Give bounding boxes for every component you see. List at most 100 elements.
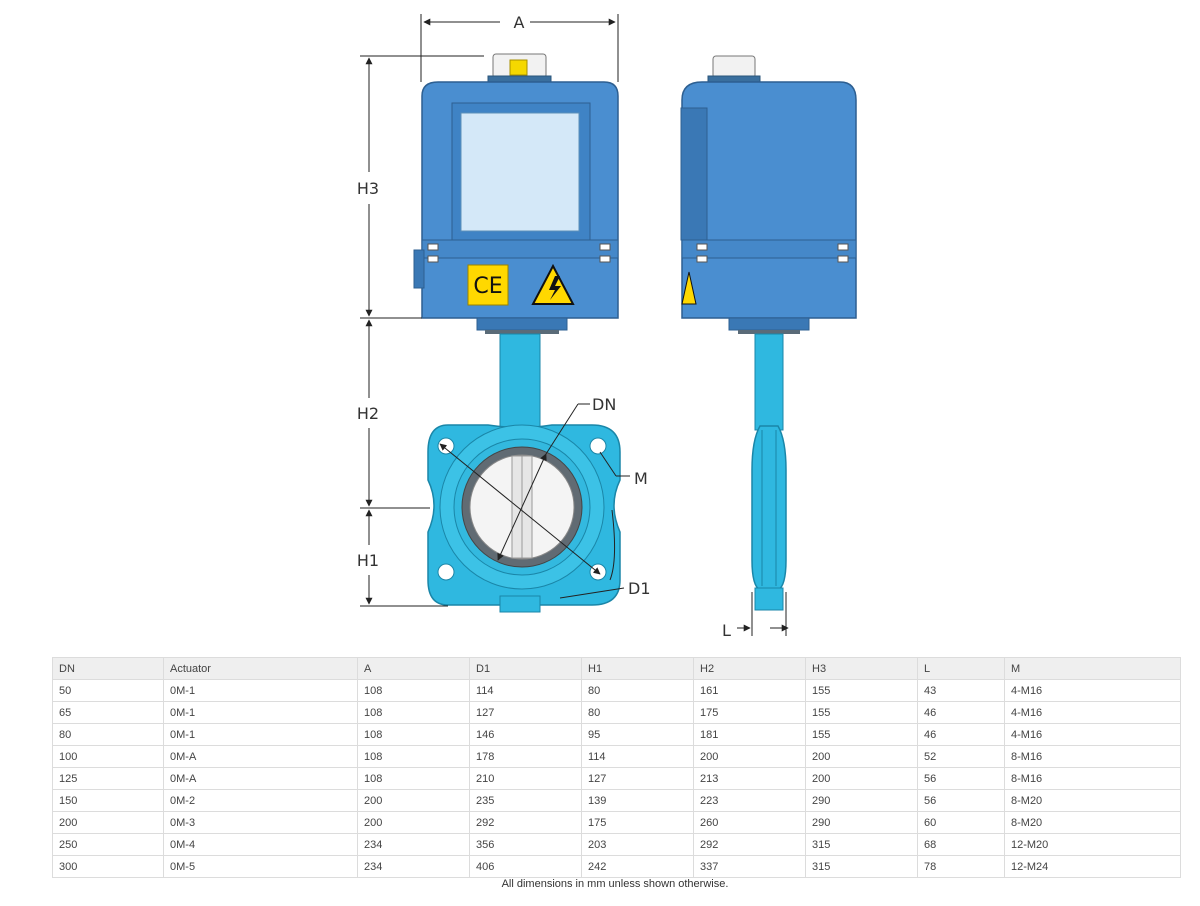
table-cell: 290 [805,811,918,834]
table-cell: 200 [357,789,470,812]
table-cell: 108 [357,723,470,746]
table-cell: 0M-3 [163,811,358,834]
table-cell: 300 [52,855,164,878]
table-cell: 210 [469,767,582,790]
table-cell: 234 [357,855,470,878]
valve-neck [499,333,541,435]
dim-label-m: M [634,469,648,488]
table-cell: 80 [581,701,694,724]
table-cell: 68 [917,833,1005,856]
table-cell: 181 [693,723,806,746]
table-cell: 0M-5 [163,855,358,878]
table-cell: 0M-1 [163,701,358,724]
table-cell: 8-M20 [1004,789,1181,812]
dim-label-h3: H3 [357,179,379,198]
table-cell: 114 [469,679,582,702]
table-cell: 0M-A [163,767,358,790]
table-cell: 127 [469,701,582,724]
table-cell: 12-M24 [1004,855,1181,878]
table-cell: 0M-2 [163,789,358,812]
valve-body-front [427,424,621,613]
table-cell: 127 [581,767,694,790]
units-note: All dimensions in mm unless shown otherw… [501,878,729,890]
valve-neck-side [754,333,784,431]
table-cell: 203 [581,833,694,856]
table-cell: 242 [581,855,694,878]
table-cell: 8-M16 [1004,767,1181,790]
header-dn: DN [52,657,164,680]
ce-mark-label: CE [467,264,509,306]
table-cell: 155 [805,701,918,724]
dim-label-l: L [722,621,731,640]
table-cell: 260 [693,811,806,834]
table-cell: 292 [693,833,806,856]
header-d1: D1 [469,657,582,680]
table-cell: 114 [581,745,694,768]
table-cell: 200 [805,767,918,790]
table-cell: 100 [52,745,164,768]
valve-dimension-drawing: CE [357,13,857,640]
table-cell: 108 [357,701,470,724]
table-cell: 4-M16 [1004,723,1181,746]
front-view: CE [413,53,621,613]
table-cell: 161 [693,679,806,702]
table-cell: 50 [52,679,164,702]
table-cell: 65 [52,701,164,724]
table-cell: 56 [917,767,1005,790]
table-cell: 46 [917,701,1005,724]
ce-text: CE [473,274,502,299]
header-h1: H1 [581,657,694,680]
table-cell: 80 [581,679,694,702]
table-cell: 56 [917,789,1005,812]
table-cell: 0M-1 [163,723,358,746]
table-cell: 175 [693,701,806,724]
table-cell: 356 [469,833,582,856]
table-cell: 234 [357,833,470,856]
table-cell: 95 [581,723,694,746]
table-cell: 0M-1 [163,679,358,702]
table-cell: 60 [917,811,1005,834]
table-cell: 125 [52,767,164,790]
table-cell: 250 [52,833,164,856]
table-cell: 146 [469,723,582,746]
header-actuator: Actuator [163,657,358,680]
table-cell: 150 [52,789,164,812]
dimension-lines [360,14,789,636]
table-cell: 292 [469,811,582,834]
header-l: L [917,657,1005,680]
header-h3: H3 [805,657,918,680]
table-cell: 315 [805,855,918,878]
dim-label-a: A [514,13,525,32]
table-cell: 108 [357,679,470,702]
header-a: A [357,657,470,680]
table-cell: 178 [469,745,582,768]
table-cell: 223 [693,789,806,812]
table-cell: 4-M16 [1004,679,1181,702]
table-cell: 406 [469,855,582,878]
table-cell: 52 [917,745,1005,768]
table-cell: 80 [52,723,164,746]
table-cell: 337 [693,855,806,878]
header-m: M [1004,657,1181,680]
table-cell: 4-M16 [1004,701,1181,724]
electrical-hazard-icon [531,263,575,305]
table-cell: 200 [693,745,806,768]
table-cell: 43 [917,679,1005,702]
table-cell: 235 [469,789,582,812]
table-cell: 315 [805,833,918,856]
table-cell: 8-M16 [1004,745,1181,768]
table-cell: 200 [52,811,164,834]
table-cell: 155 [805,723,918,746]
side-view [680,55,857,611]
table-cell: 8-M20 [1004,811,1181,834]
table-cell: 108 [357,767,470,790]
actuator-side [680,81,857,334]
table-cell: 0M-4 [163,833,358,856]
